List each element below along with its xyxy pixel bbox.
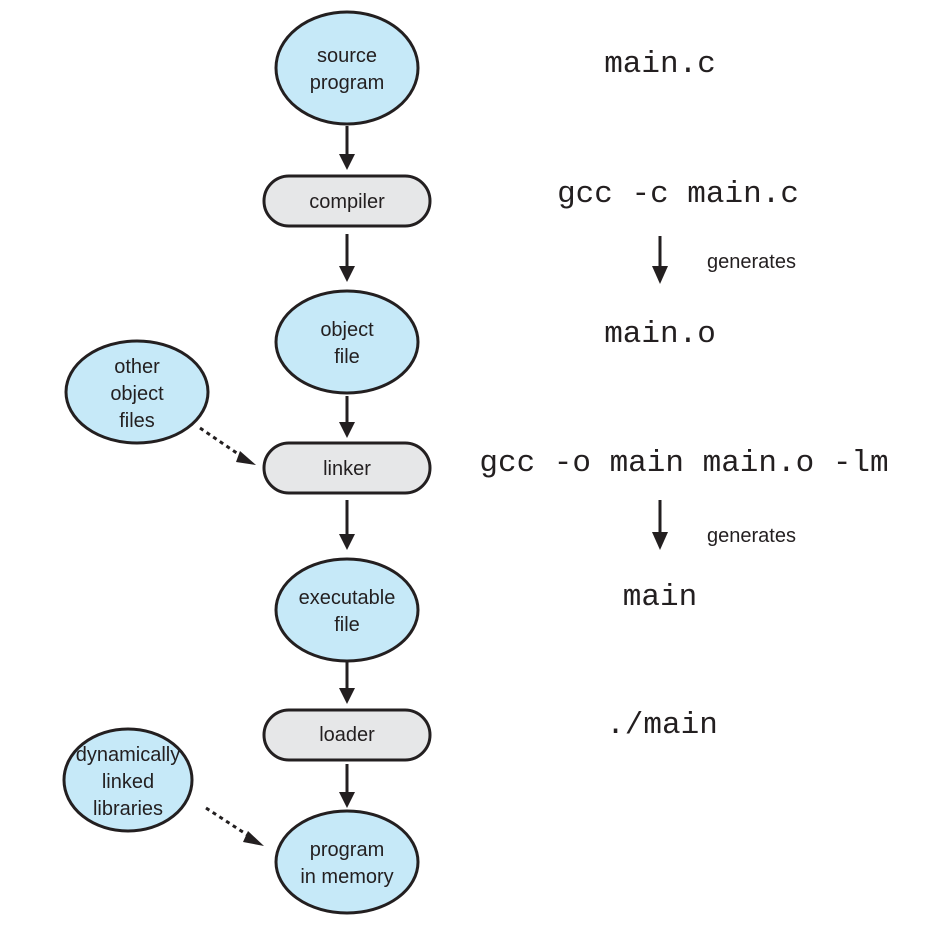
node-program-in-memory-line-2: in memory — [300, 866, 393, 888]
node-source-program: source program — [274, 10, 420, 126]
node-other-object-files-line-3: files — [119, 410, 155, 432]
arrow-compiler-to-object — [339, 234, 355, 282]
arrow-loader-to-memory — [339, 764, 355, 808]
node-dynamically-linked-libraries-line-2: linked — [102, 771, 154, 793]
node-linker-label: linker — [323, 458, 371, 480]
command-link: gcc -o main main.o -lm — [479, 446, 888, 481]
node-compiler-label: compiler — [309, 191, 385, 213]
node-loader: loader — [262, 708, 432, 762]
dashed-arrow-libraries-to-memory — [205, 806, 264, 846]
node-executable-file-line-2: file — [334, 614, 360, 636]
dashed-arrow-other-objects-to-linker — [199, 426, 256, 465]
node-executable-file: executable file — [274, 557, 420, 663]
command-run: ./main — [606, 708, 718, 743]
node-loader-label: loader — [319, 724, 375, 746]
generates-arrow-1 — [652, 236, 668, 284]
node-object-file-line-2: file — [334, 346, 360, 368]
command-object-file: main.o — [604, 317, 716, 352]
command-source-file: main.c — [604, 47, 716, 82]
node-source-program-line-2: program — [310, 72, 384, 94]
generates-arrow-2 — [652, 500, 668, 550]
label-generates-1: generates — [707, 251, 796, 273]
flow-arrows — [339, 126, 355, 808]
label-generates-2: generates — [707, 525, 796, 547]
node-linker: linker — [262, 441, 432, 495]
command-compile: gcc -c main.c — [557, 177, 799, 212]
node-object-file-line-1: object — [320, 319, 374, 341]
node-executable-file-line-1: executable — [299, 587, 396, 609]
command-executable: main — [623, 580, 697, 615]
arrow-executable-to-loader — [339, 660, 355, 704]
node-source-program-line-1: source — [317, 45, 377, 67]
node-object-file: object file — [274, 289, 420, 395]
node-dynamically-linked-libraries: dynamically linked libraries — [62, 727, 194, 833]
arrow-source-to-compiler — [339, 126, 355, 170]
node-compiler: compiler — [262, 174, 432, 228]
node-other-object-files: other object files — [64, 339, 210, 445]
arrow-linker-to-executable — [339, 500, 355, 550]
node-other-object-files-line-2: object — [110, 383, 164, 405]
node-program-in-memory: program in memory — [274, 809, 420, 915]
node-dynamically-linked-libraries-line-3: libraries — [93, 798, 163, 820]
node-program-in-memory-line-1: program — [310, 839, 384, 861]
arrow-object-to-linker — [339, 396, 355, 438]
node-dynamically-linked-libraries-line-1: dynamically — [76, 744, 180, 766]
node-other-object-files-line-1: other — [114, 356, 160, 378]
